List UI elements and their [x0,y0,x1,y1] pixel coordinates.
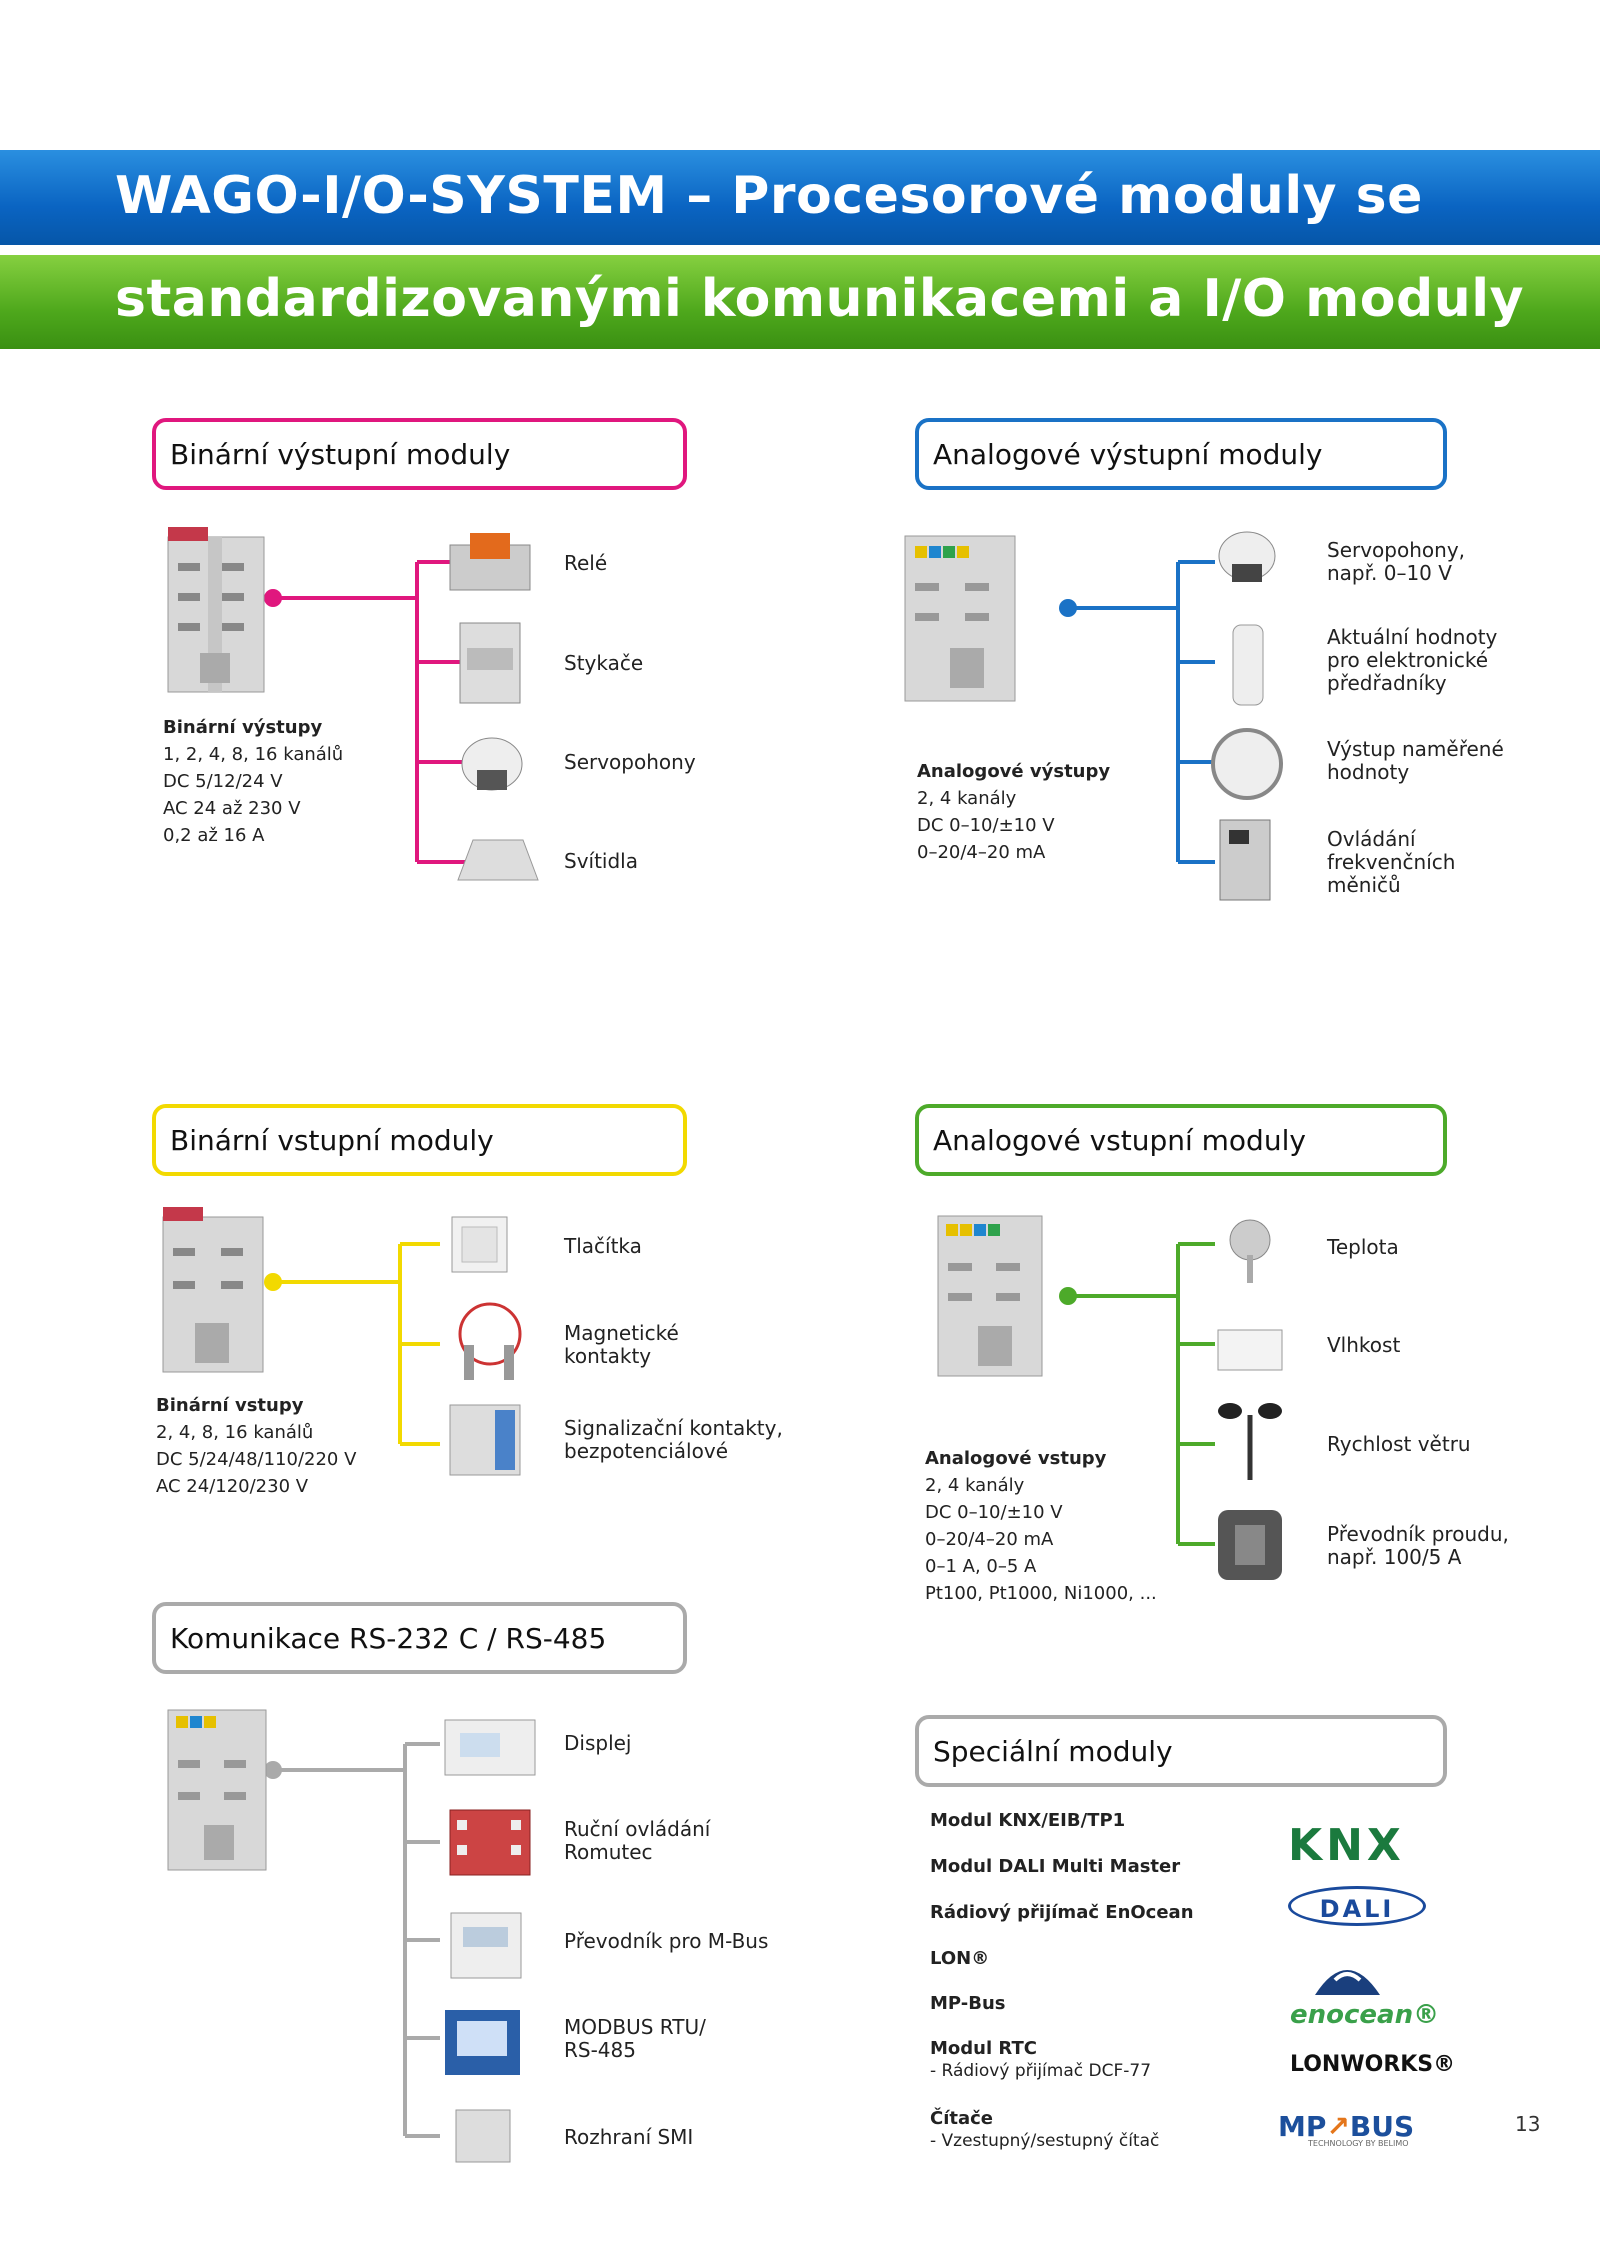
item-mbus: Převodník pro M-Bus [564,1929,769,1953]
analog-outputs-specs: Analogové výstupy 2, 4 kanály DC 0–10/±1… [917,761,1111,863]
modbus-meter-image [445,2010,520,2075]
special-dali: Modul DALI Multi Master [930,1856,1181,1877]
servo-actuator-image [1218,531,1276,582]
analog-input-module-image [937,1215,1043,1377]
luminaire-image [457,839,539,881]
item-display: Displej [564,1731,632,1755]
special-counters: Čítače- Vzestupný/sestupný čítač [930,2108,1160,2151]
special-mpbus: MP-Bus [930,1993,1006,2014]
section-title-binary-inputs: Binární vstupní moduly [152,1104,687,1176]
section-title-analog-outputs: Analogové výstupní moduly [915,418,1447,490]
mbus-converter-image [450,1912,522,1979]
item-magnetic-contacts: Magnetické kontakty [564,1321,679,1368]
section-title-binary-outputs: Binární výstupní moduly [152,418,687,490]
frequency-converter-image [1219,819,1271,901]
dali-logo: DALI [1288,1886,1426,1926]
binary-inputs-specs: Binární vstupy 2, 4, 8, 16 kanálů DC 5/2… [156,1395,357,1497]
relay-image [449,533,531,591]
analog-output-module-image [904,535,1016,702]
item-smi: Rozhraní SMI [564,2125,694,2149]
section-title-special-modules: Speciální moduly [915,1715,1447,1787]
mpbus-logo: MP↗BUS TECHNOLOGY BY BELIMO [1278,2110,1415,2148]
mpbus-logo-mp: MP [1278,2110,1327,2143]
item-modbus: MODBUS RTU/ RS-485 [564,2015,706,2062]
item-current-transducer: Převodník proudu, např. 100/5 A [1327,1522,1509,1569]
item-wind-speed: Rychlost větru [1327,1432,1471,1456]
item-romutec: Ruční ovládání Romutec [564,1817,711,1864]
binary-outputs-specs: Binární výstupy 1, 2, 4, 8, 16 kanálů DC… [163,717,344,846]
enocean-logo: enocean® [1290,2000,1440,2030]
section-title-communication: Komunikace RS-232 C / RS-485 [152,1602,687,1674]
smi-interface-image [455,2109,511,2163]
special-knx: Modul KNX/EIB/TP1 [930,1810,1126,1831]
title-band-blue: WAGO-I/O-SYSTEM – Procesorové moduly se [0,150,1600,245]
binary-input-module-image [162,1207,264,1373]
lonworks-logo: LONWORKS® [1290,2052,1456,2077]
ballast-image [1232,624,1264,706]
item-contactors: Stykače [564,651,644,675]
display-image [444,1719,536,1776]
item-relay: Relé [564,551,608,575]
mpbus-logo-bus: BUS [1349,2110,1415,2143]
magnetic-contact-image [458,1302,522,1380]
page-title-line2: standardizovanými komunikacemi a I/O mod… [115,269,1524,329]
special-enocean: Rádiový přijímač EnOcean [930,1902,1194,1923]
binary-output-module-image [167,527,265,693]
title-band-green: standardizovanými komunikacemi a I/O mod… [0,255,1600,349]
item-buttons: Tlačítka [564,1234,642,1258]
item-signal-contacts: Signalizační kontakty, bezpotenciálové [564,1416,783,1463]
signal-contact-image [449,1404,521,1476]
page-title-line1: WAGO-I/O-SYSTEM – Procesorové moduly se [115,166,1423,226]
item-electronic-ballasts: Aktuální hodnoty pro elektronické předřa… [1327,625,1498,695]
enocean-mark-icon [1315,1970,1380,1995]
gauge-image [1211,728,1283,800]
current-transducer-image [1218,1510,1282,1580]
push-button-image [451,1216,508,1273]
item-frequency-converters: Ovládání frekvenčních měničů [1327,827,1456,897]
mpbus-logo-subtitle: TECHNOLOGY BY BELIMO [1308,2139,1409,2148]
item-luminaires: Svítidla [564,849,638,873]
special-rtc: Modul RTC- Rádiový přijímač DCF-77 [930,2038,1152,2081]
actuator-image [461,737,523,791]
contactor-image [459,622,521,704]
page-number: 13 [1515,2112,1541,2136]
item-temperature: Teplota [1327,1235,1399,1259]
special-lon: LON® [930,1948,990,1969]
item-measured-output: Výstup naměřené hodnoty [1327,737,1504,784]
item-humidity: Vlhkost [1327,1333,1401,1357]
item-servo-actuators: Servopohony, např. 0–10 V [1327,538,1466,585]
temperature-sensor-image [1229,1219,1271,1283]
item-actuators: Servopohony [564,750,696,774]
dali-logo-text: DALI [1319,1895,1395,1923]
section-title-analog-inputs: Analogové vstupní moduly [915,1104,1447,1176]
romutec-image [449,1809,531,1876]
analog-inputs-specs: Analogové vstupy 2, 4 kanály DC 0–10/±10… [925,1448,1157,1604]
knx-logo: KNX [1288,1820,1405,1871]
communication-module-image [167,1709,267,1871]
humidity-sensor-image [1217,1329,1283,1371]
wind-speed-sensor-image [1218,1403,1282,1480]
